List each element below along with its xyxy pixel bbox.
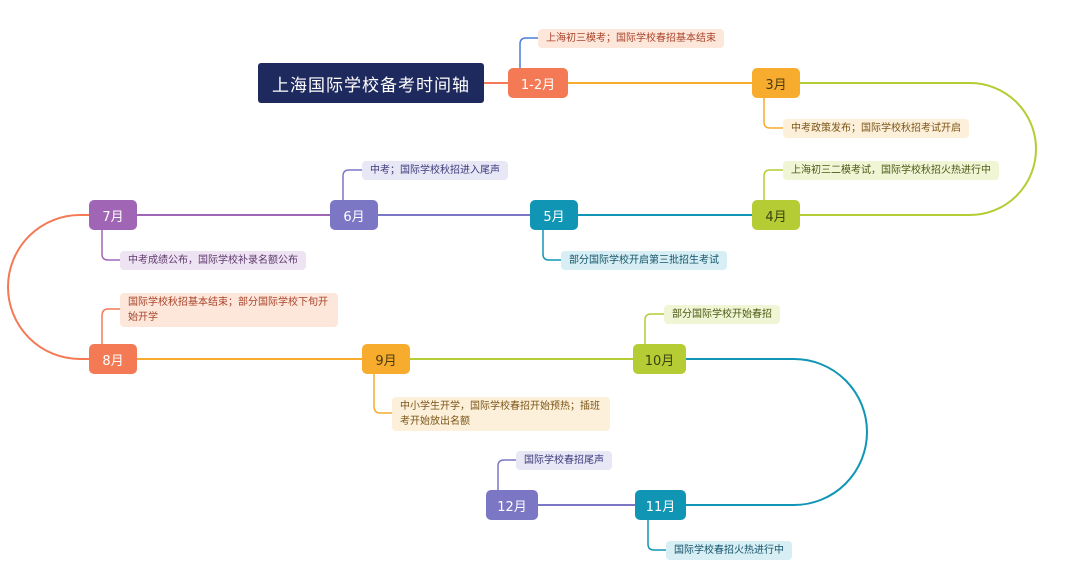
node-jan-feb: 1-2月 (508, 68, 568, 98)
note-jun: 中考；国际学校秋招进入尾声 (362, 161, 508, 180)
branch-janfeb (519, 37, 538, 68)
note-sep: 中小学生开学，国际学校春招开始预热；插班考开始放出名额 (392, 397, 610, 431)
branch-nov (647, 520, 666, 551)
note-jan-feb: 上海初三模考；国际学校春招基本结束 (538, 29, 724, 48)
branch-mar (763, 98, 783, 129)
node-jul: 7月 (89, 200, 137, 230)
branch-jun (342, 169, 362, 200)
note-nov: 国际学校春招火热进行中 (666, 541, 792, 560)
connector-oct-nov (686, 358, 868, 506)
note-oct: 部分国际学校开始春招 (664, 305, 780, 324)
node-sep: 9月 (362, 344, 410, 374)
branch-sep (373, 374, 392, 414)
node-may: 5月 (530, 200, 578, 230)
connector-mar-apr (800, 82, 1037, 216)
node-oct: 10月 (633, 344, 686, 374)
node-dec: 12月 (486, 490, 538, 520)
note-apr: 上海初三二模考试，国际学校秋招火热进行中 (783, 161, 999, 180)
branch-oct (644, 313, 664, 344)
diagram-title: 上海国际学校备考时间轴 (258, 63, 484, 103)
node-jun: 6月 (330, 200, 378, 230)
note-aug: 国际学校秋招基本结束；部分国际学校下旬开始开学 (120, 293, 338, 327)
note-mar: 中考政策发布；国际学校秋招考试开启 (783, 119, 969, 138)
node-mar: 3月 (752, 68, 800, 98)
node-aug: 8月 (89, 344, 137, 374)
note-dec: 国际学校春招尾声 (516, 451, 612, 470)
note-jul: 中考成绩公布，国际学校补录名额公布 (120, 251, 306, 270)
branch-apr (763, 169, 783, 200)
node-apr: 4月 (752, 200, 800, 230)
branch-aug (101, 308, 120, 344)
node-nov: 11月 (635, 490, 686, 520)
branch-may (542, 230, 561, 261)
note-may: 部分国际学校开启第三批招生考试 (561, 251, 727, 270)
branch-dec (497, 459, 516, 490)
branch-jul (101, 230, 120, 261)
connector-jul-aug (7, 214, 89, 360)
